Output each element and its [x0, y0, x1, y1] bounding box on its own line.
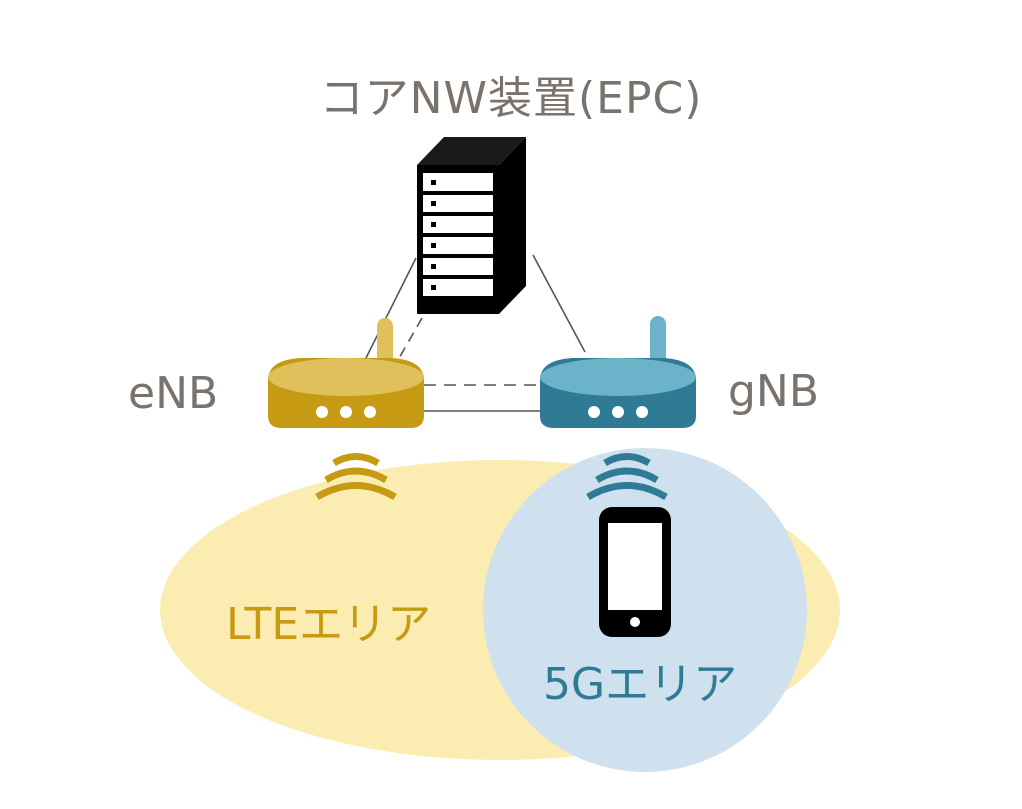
enb-label: eNB [128, 368, 219, 419]
link-epc-enb-dashed [397, 317, 423, 361]
link-epc-enb [365, 257, 417, 359]
5g-signal-icon [586, 453, 668, 501]
gnb-base-station-icon [540, 316, 696, 428]
5g-area-label: 5Gエリア [543, 659, 738, 710]
lte-area-label: LTEエリア [226, 599, 432, 650]
lte-signal-icon [315, 453, 397, 501]
link-epc-gnb [532, 254, 586, 353]
smartphone-icon [599, 507, 671, 637]
gnb-label: gNB [728, 366, 820, 417]
enb-base-station-icon [268, 318, 424, 428]
epc-server-icon [417, 137, 526, 314]
epc-title: コアNW装置(EPC) [319, 73, 703, 124]
